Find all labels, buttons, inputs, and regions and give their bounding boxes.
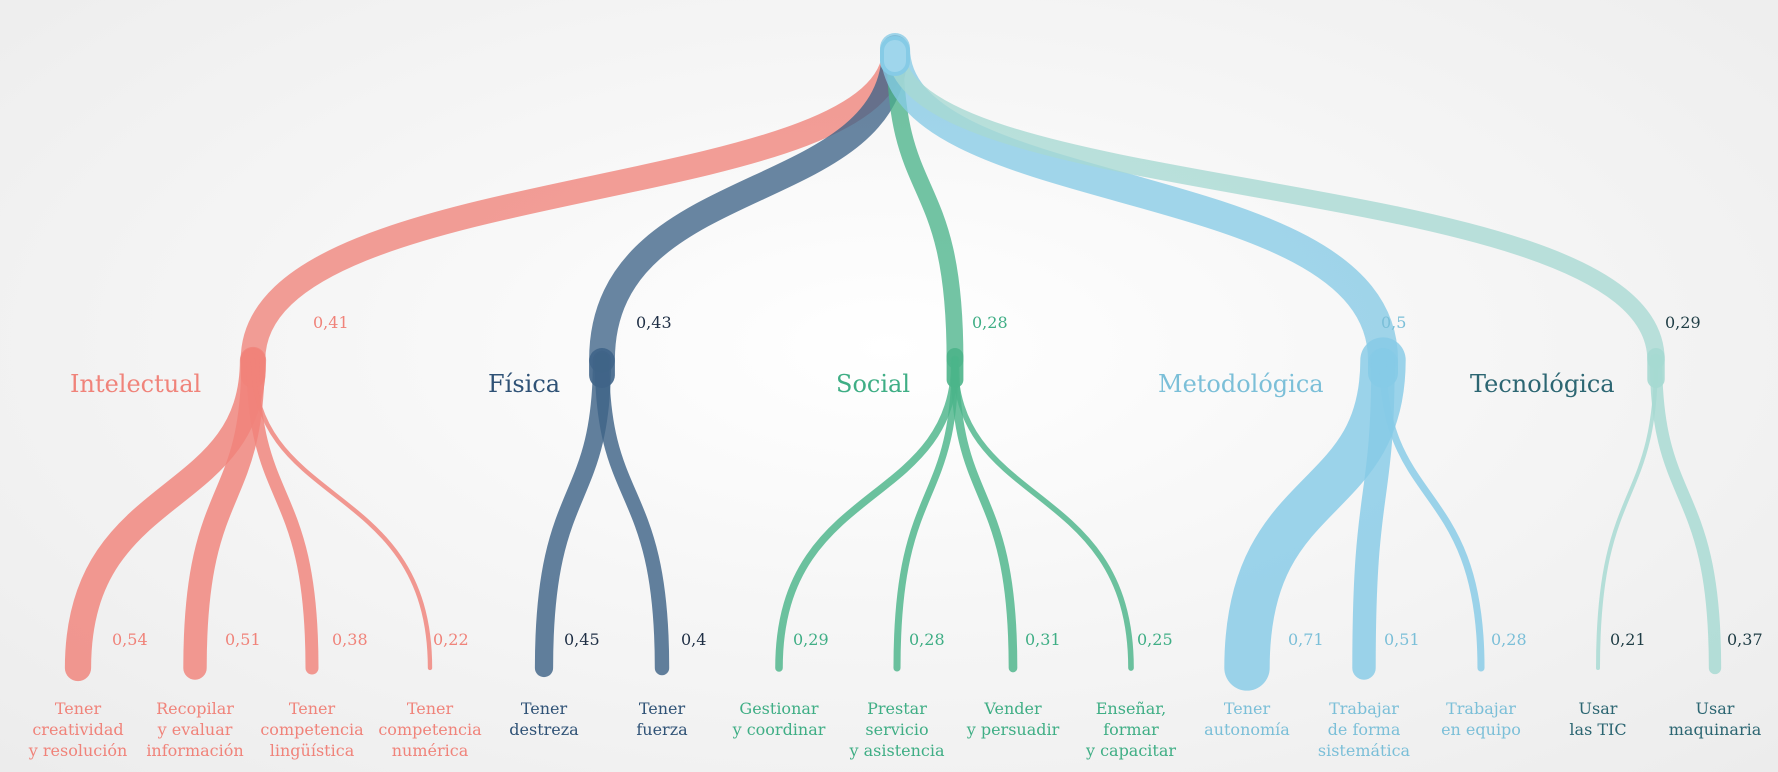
leaf-value-intelectual-1: 0,51 — [225, 630, 261, 649]
leaf-value-intelectual-3: 0,22 — [433, 630, 469, 649]
category-value-tecnologica: 0,29 — [1665, 313, 1701, 332]
root-node — [880, 36, 910, 76]
leaf-branch-tecnologica-0 — [1596, 358, 1658, 670]
leaf-value-tecnologica-0: 0,21 — [1610, 630, 1646, 649]
category-value-social: 0,28 — [972, 313, 1008, 332]
trunk-branch-tecnologica — [886, 39, 1665, 369]
category-name-fisica: Física — [488, 370, 560, 398]
category-name-intelectual: Intelectual — [70, 370, 201, 398]
category-name-social: Social — [836, 370, 910, 398]
category-name-tecnologica: Tecnológica — [1470, 370, 1615, 398]
leaf-branch-metodologica-2 — [1379, 356, 1485, 672]
leaf-branch-intelectual-3 — [250, 357, 433, 671]
trunk-branches — [240, 33, 1665, 375]
leaf-value-social-0: 0,29 — [793, 630, 829, 649]
leaf-value-metodologica-0: 0,71 — [1288, 630, 1324, 649]
trunk-branch-fisica — [589, 35, 908, 373]
leaf-value-intelectual-0: 0,54 — [112, 630, 148, 649]
leaf-value-intelectual-2: 0,38 — [332, 630, 368, 649]
trunk-branch-social — [886, 39, 964, 369]
leaf-value-metodologica-1: 0,51 — [1384, 630, 1420, 649]
leaf-branch-fisica-1 — [594, 352, 670, 676]
leaf-branch-social-0 — [775, 356, 959, 672]
category-name-metodologica: Metodológica — [1158, 370, 1324, 398]
leaf-value-fisica-1: 0,4 — [681, 630, 706, 649]
leaf-branches — [64, 337, 1722, 691]
leaf-branch-social-2 — [950, 355, 1018, 673]
leaf-branch-fisica-0 — [534, 350, 612, 678]
leaf-branch-metodologica-1 — [1352, 348, 1395, 680]
leaf-value-tecnologica-1: 0,37 — [1727, 630, 1763, 649]
category-value-fisica: 0,43 — [636, 313, 672, 332]
category-value-intelectual: 0,41 — [313, 313, 349, 332]
trunk-branch-intelectual — [240, 35, 908, 373]
leaf-branch-intelectual-1 — [183, 348, 265, 680]
leaf-branch-intelectual-2 — [246, 353, 319, 675]
leaf-branch-social-1 — [893, 356, 959, 672]
leaf-value-fisica-0: 0,45 — [564, 630, 600, 649]
leaf-value-social-2: 0,31 — [1025, 630, 1061, 649]
leaf-value-social-1: 0,28 — [909, 630, 945, 649]
leaf-value-metodologica-2: 0,28 — [1491, 630, 1527, 649]
leaf-value-social-3: 0,25 — [1137, 630, 1173, 649]
leaf-branch-social-3 — [952, 357, 1134, 671]
leaf-branch-tecnologica-1 — [1649, 353, 1722, 675]
category-value-metodologica: 0,5 — [1381, 313, 1406, 332]
